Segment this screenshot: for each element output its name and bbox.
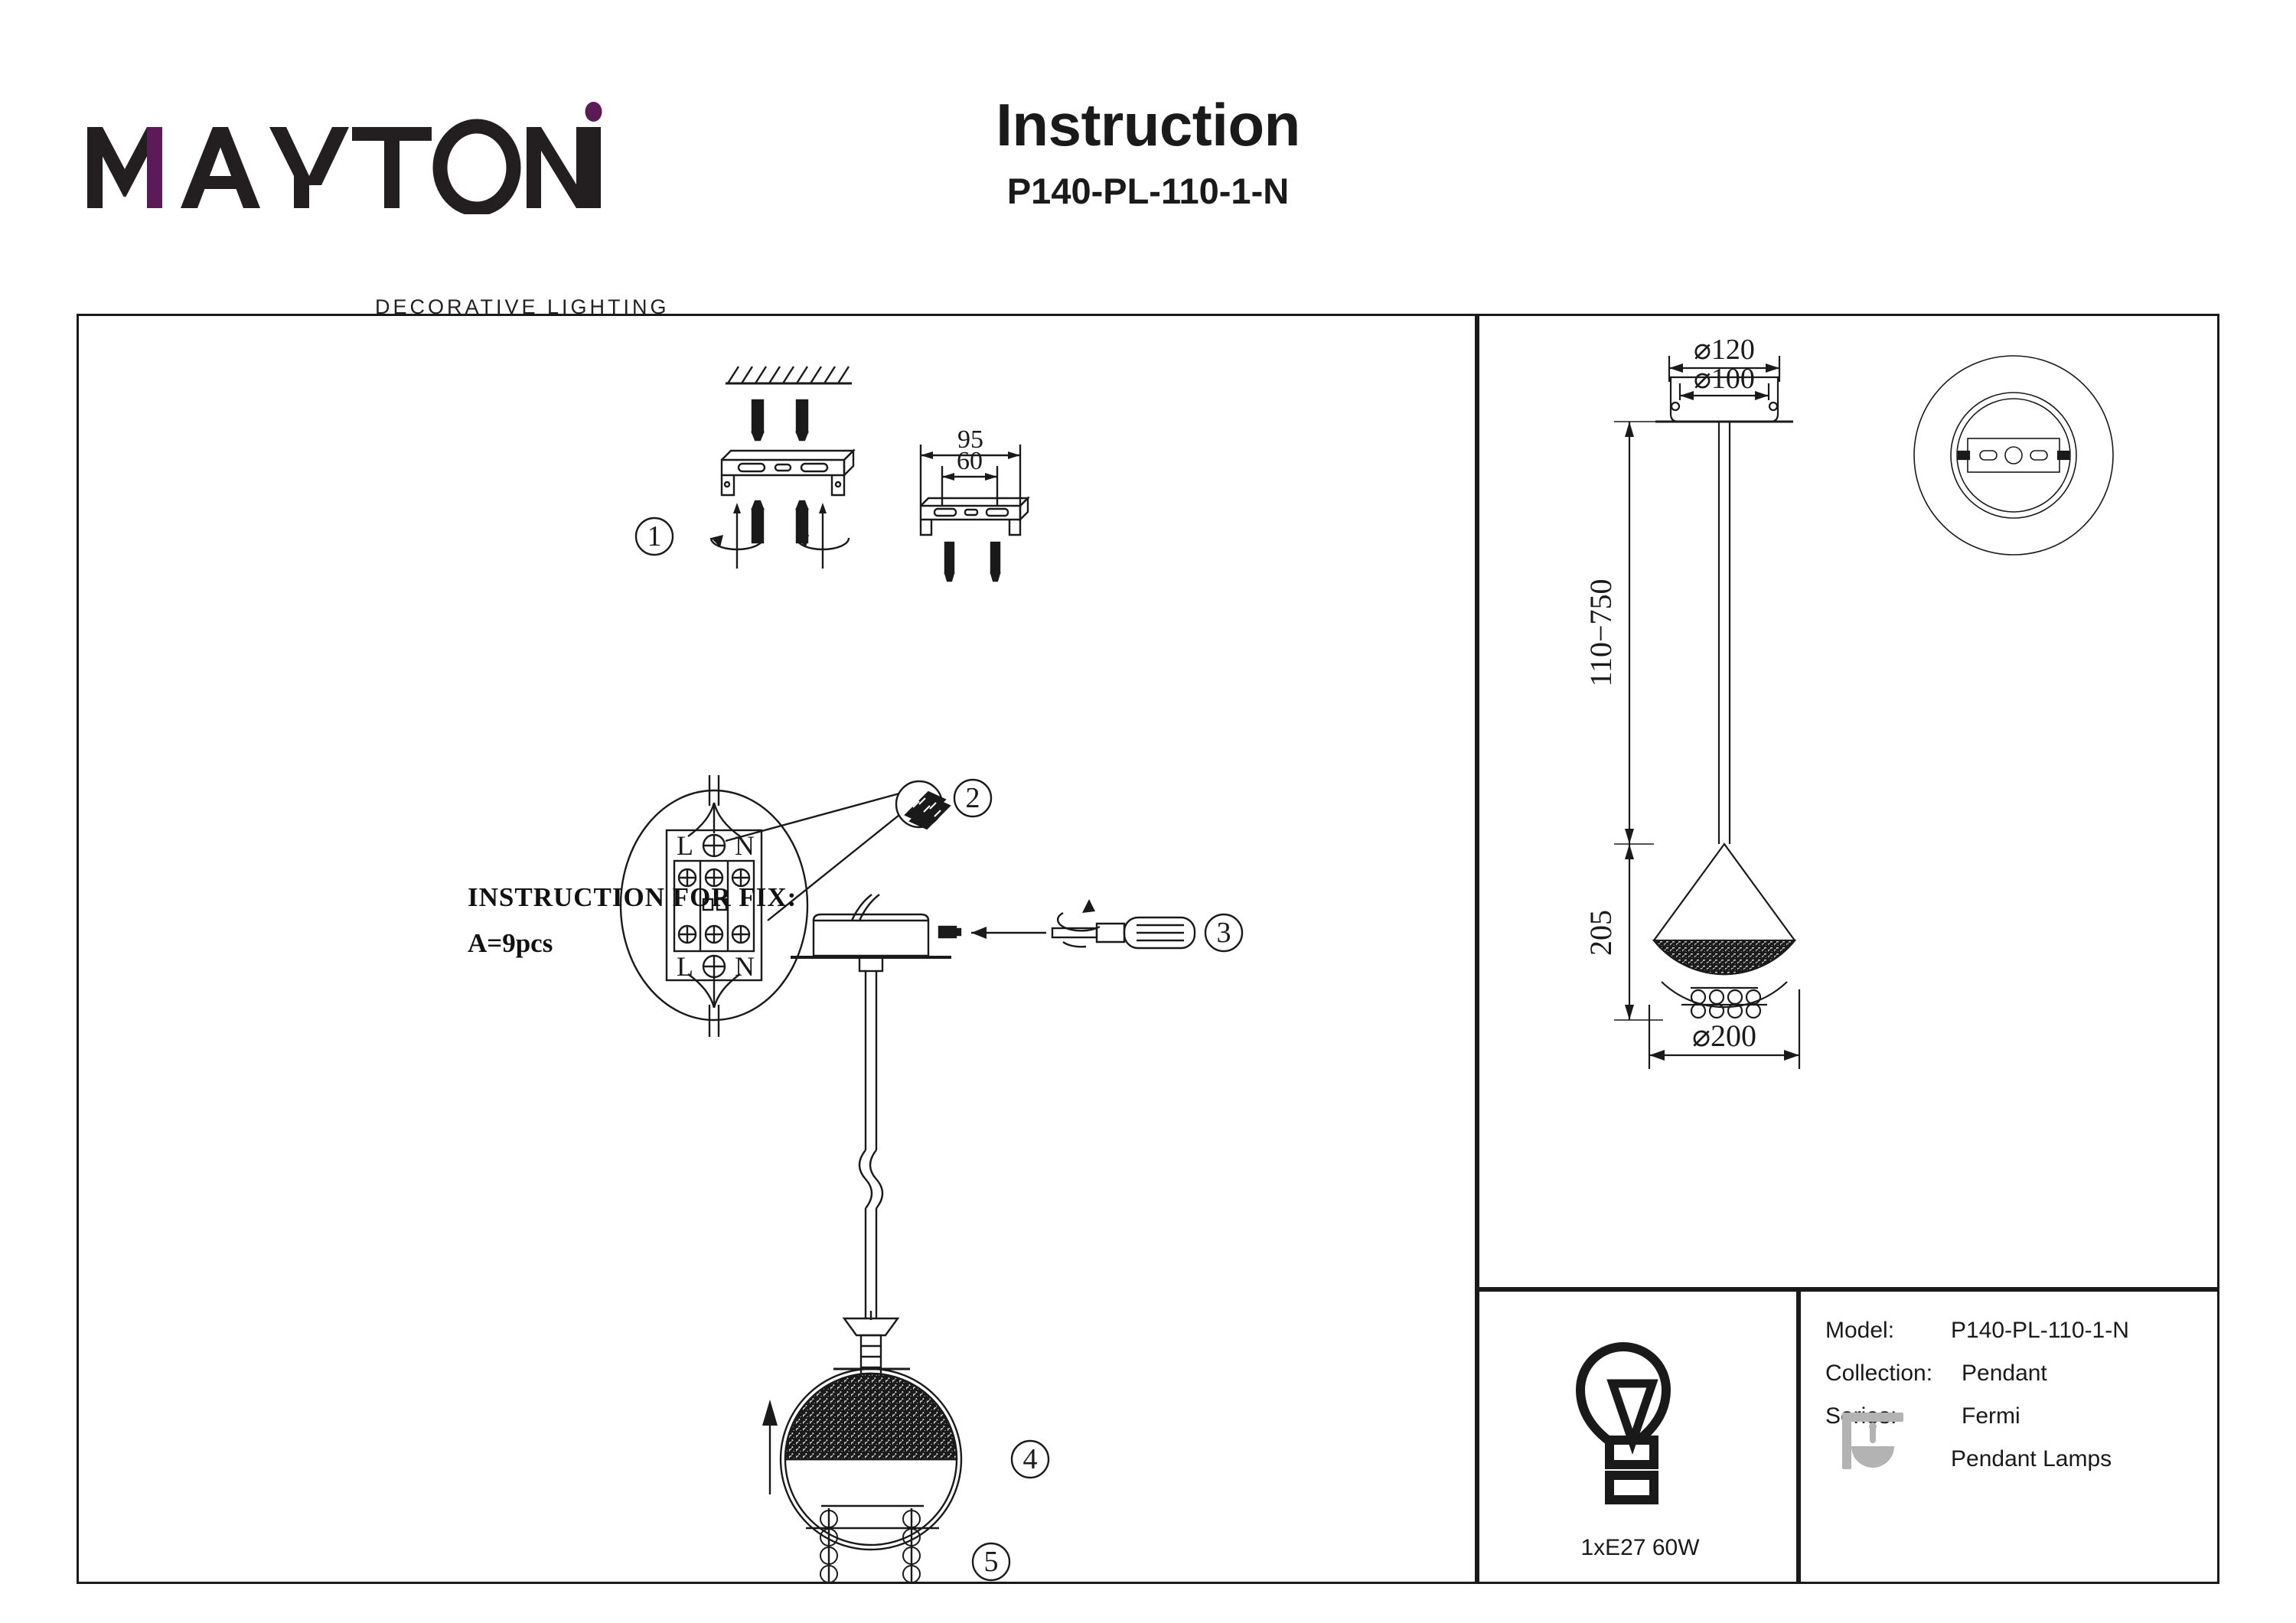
- drop-range-dimension: 110−750: [1583, 421, 1717, 845]
- screwdriver-icon: [1051, 916, 1196, 950]
- terminal-label-live: L: [677, 951, 693, 982]
- category-value: Pendant Lamps: [1951, 1446, 2112, 1471]
- rotation-arrow-icon: [795, 503, 850, 569]
- suspension-rod: [1717, 422, 1731, 844]
- crystal-bead-icon: [820, 1510, 921, 1582]
- insert-arrow-icon: [971, 927, 1046, 939]
- maytoni-i-icon: [585, 102, 602, 208]
- fix-note-value: A=9pcs: [468, 928, 553, 958]
- page-model-code: P140-PL-110-1-N: [1006, 171, 1290, 211]
- shade-sphere-icon: [779, 1367, 963, 1551]
- bracket-outer-dim: 95: [957, 425, 983, 454]
- bulb-icon: [1575, 1342, 1671, 1504]
- model-label: Model:: [1825, 1318, 1895, 1343]
- collection-value: Pendant: [1962, 1361, 2047, 1386]
- shade-front-view: [1652, 842, 1797, 1009]
- series-value: Fermi: [1962, 1403, 2020, 1429]
- step-number: 2: [966, 782, 980, 814]
- crystal-strands-icon: [806, 1504, 939, 1582]
- product-info-panel: Model: P140-PL-110-1-N Collection: Penda…: [1799, 1289, 2219, 1584]
- lamp-spec-panel: 1xE27 60W: [1477, 1289, 1799, 1584]
- shade-diameter-label: ⌀200: [1692, 1018, 1756, 1053]
- canopy-top-view: [1913, 355, 2114, 556]
- terminal-block-detail: L N L N: [619, 775, 900, 1037]
- page-title: Instruction: [996, 91, 1300, 158]
- canopy-outer-dim-label: ⌀120: [1694, 334, 1755, 366]
- assembly-diagram-panel: 1 95 60: [77, 314, 1477, 1584]
- document-header: DECORATIVE LIGHTING Instruction P140-PL-…: [0, 0, 2296, 318]
- step-marker-1: 1: [634, 517, 674, 556]
- step-number: 5: [984, 1546, 999, 1578]
- step-number: 1: [647, 520, 662, 552]
- ceiling-icon: [726, 366, 852, 385]
- canopy-inner-dim-label: ⌀100: [1694, 363, 1755, 395]
- bracket-inner-dim: 60: [957, 447, 983, 475]
- connector-detail: [895, 780, 951, 830]
- crystal-strands-icon: [1690, 989, 1762, 1019]
- lamp-holder-icon: [842, 1311, 900, 1380]
- pendant-lamp-icon: [1842, 1413, 1903, 1469]
- set-screw-icon: [938, 925, 962, 939]
- rotation-arrow-icon: [709, 503, 765, 569]
- terminal-label-live: L: [677, 830, 693, 861]
- rotation-arrow-icon: [1057, 899, 1101, 948]
- dimension-drawing: ⌀120 ⌀100: [1583, 334, 2114, 1069]
- step-marker-2: 2: [953, 778, 993, 818]
- wall-plug-icon: [751, 399, 809, 442]
- model-value: P140-PL-110-1-N: [1951, 1318, 2129, 1343]
- collection-label: Collection:: [1825, 1361, 1933, 1386]
- assembly-drawing: 1 95 60: [619, 366, 1244, 1582]
- assembly-final-steps: 6 7: [79, 316, 1475, 1582]
- shade-height-dimension: 205: [1583, 844, 1663, 1021]
- shade-diameter-dimension: ⌀200: [1648, 989, 1801, 1069]
- shade-height-label: 205: [1583, 910, 1618, 956]
- canopy-assembly: [791, 894, 951, 1318]
- canopy-inner-dimension: ⌀100: [1678, 363, 1770, 400]
- step-marker-4: 4: [1010, 1439, 1050, 1479]
- step-number: 3: [1217, 917, 1231, 949]
- step-number: 4: [1023, 1443, 1038, 1475]
- up-arrow-icon: [762, 1400, 778, 1494]
- mounting-bracket-icon: [720, 448, 856, 497]
- terminal-label-neutral: N: [735, 951, 755, 982]
- bracket-dimensions: 95 60: [919, 425, 1030, 582]
- canopy-outer-dimension: ⌀120: [1668, 334, 1781, 382]
- assembly-overlay: [820, 1510, 921, 1582]
- drop-range-label: 110−750: [1583, 578, 1618, 686]
- screw-icon: [751, 500, 809, 544]
- lamp-spec-text: 1xE27 60W: [1580, 1535, 1700, 1560]
- fix-note-title: INSTRUCTION FOR FIX:: [468, 882, 797, 912]
- dimension-drawing-panel: ⌀120 ⌀100: [1477, 314, 2219, 1289]
- step-marker-3: 3: [1204, 913, 1244, 953]
- step-marker-5: 5: [971, 1542, 1011, 1582]
